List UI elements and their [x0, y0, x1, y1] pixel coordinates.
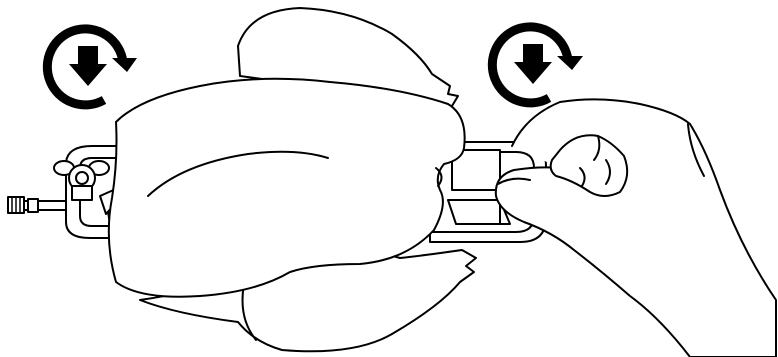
left-spit-assembly: [7, 145, 119, 239]
down-arrow: [69, 46, 107, 86]
breast-seam: [147, 150, 329, 197]
hand: [494, 98, 777, 357]
rotate-ring: [487, 22, 573, 108]
chicken: [107, 7, 477, 353]
down-arrow: [514, 44, 552, 84]
rotate-arrowhead: [112, 58, 137, 72]
left-rotate-icon: [42, 24, 137, 110]
right-rotate-icon: [487, 22, 583, 108]
wing-nut: [53, 160, 110, 201]
hand-palm: [494, 98, 777, 357]
rod-thread: [7, 196, 39, 214]
chicken-main-body: [107, 77, 466, 298]
rotate-arrowhead: [557, 56, 583, 70]
rotate-ring: [42, 24, 128, 110]
